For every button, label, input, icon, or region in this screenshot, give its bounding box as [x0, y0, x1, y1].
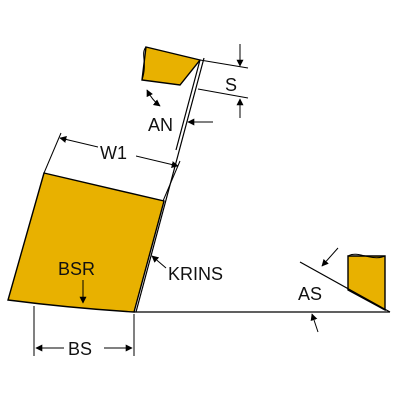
- s-ext-line-top: [199, 59, 249, 69]
- as-arrow-top: [321, 247, 339, 267]
- right-break-line: [347, 253, 386, 259]
- right-insert-shape: [347, 255, 386, 312]
- s-ext-line-bottom: [197, 88, 249, 99]
- w1-dimension: W1: [43, 132, 181, 202]
- bs-dimension: BS: [33, 306, 135, 359]
- w1-label-bg: [98, 140, 136, 162]
- tip-break-line: [141, 46, 147, 81]
- w1-ext-line-right: [162, 160, 181, 202]
- as-arrow-bottom: [310, 313, 319, 333]
- tip-detail: S AN: [141, 44, 249, 135]
- bsr-label: BSR: [58, 259, 95, 279]
- as-slanted-line: [299, 261, 391, 313]
- w1-label: W1: [100, 143, 127, 163]
- insert-top-reference-line: [175, 59, 201, 151]
- tip-insert-shape: [141, 46, 202, 86]
- krins-arrow: [151, 255, 167, 269]
- bs-label: BS: [68, 339, 92, 359]
- w1-ext-line-left: [43, 132, 62, 174]
- as-label: AS: [298, 284, 322, 304]
- main-insert-shape: [7, 172, 165, 313]
- s-label: S: [225, 75, 237, 95]
- an-label: AN: [148, 115, 173, 135]
- krins-label: KRINS: [168, 264, 223, 284]
- as-detail: AS: [298, 247, 391, 333]
- an-angle-arc: [146, 89, 161, 107]
